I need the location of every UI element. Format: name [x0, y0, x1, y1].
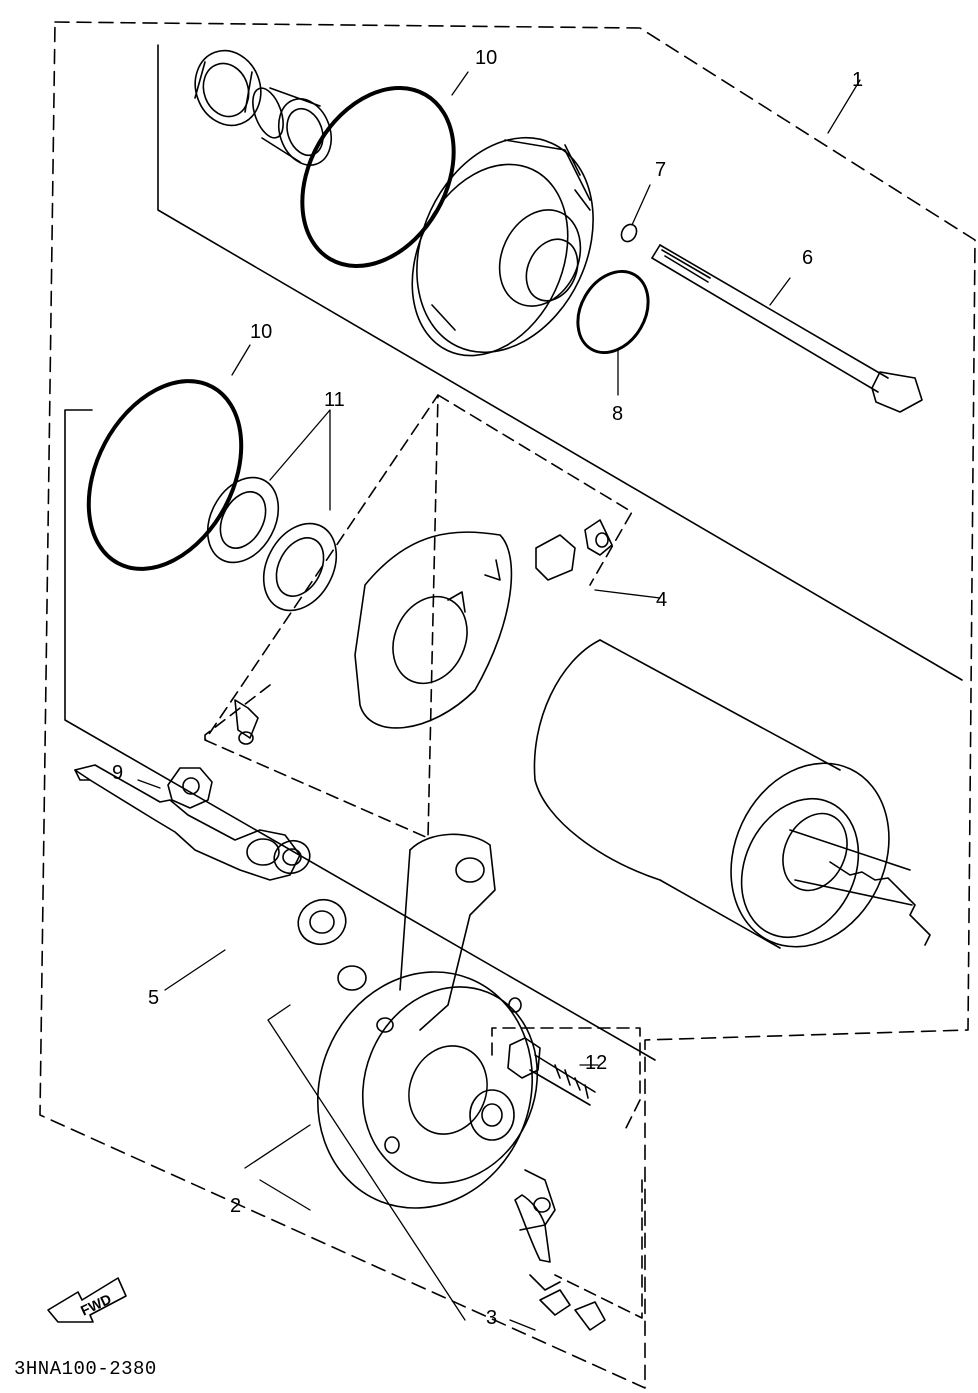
rear-cover	[316, 833, 556, 1231]
callout-11: 11	[324, 389, 345, 411]
drawing-code: 3HNA100-2380	[14, 1358, 157, 1380]
terminal-nut	[273, 839, 311, 875]
o-ring-upper	[300, 85, 456, 269]
brush-holder-terminal	[469, 1089, 515, 1141]
callout-10-upper: 10	[475, 47, 498, 69]
fwd-arrow-icon	[47, 1277, 127, 1323]
callout-7: 7	[655, 159, 667, 181]
callout-12: 12	[585, 1052, 608, 1074]
callout-4: 4	[656, 589, 668, 611]
leader-lines	[137, 71, 861, 1331]
yoke-housing	[533, 639, 931, 949]
assembly-boundary	[39, 21, 976, 1389]
through-bolt	[651, 244, 923, 413]
o-ring-lower	[86, 379, 244, 571]
lead-wire-terminal	[74, 764, 301, 881]
bolt-subgroup-boundary	[491, 1027, 643, 1319]
lower-group-bracket	[64, 409, 656, 1061]
oil-seal	[194, 49, 262, 127]
o-ring-8	[576, 269, 650, 355]
upper-group-bracket	[157, 44, 963, 681]
callout-6: 6	[802, 247, 814, 269]
callout-3: 3	[486, 1307, 498, 1329]
callout-9: 9	[112, 762, 124, 784]
callout-1: 1	[852, 69, 864, 91]
callout-2: 2	[230, 1195, 242, 1217]
callout-10-lower: 10	[250, 321, 273, 343]
front-cover	[411, 136, 594, 357]
brush-lead	[514, 1194, 606, 1331]
brush-plate	[354, 531, 513, 729]
callout-8: 8	[612, 403, 624, 425]
insulator-set	[297, 898, 367, 991]
callout-5: 5	[148, 987, 160, 1009]
washers	[206, 476, 338, 612]
fwd-badge: FWD	[78, 1291, 114, 1319]
bolt-12	[507, 1037, 596, 1106]
nut	[167, 767, 213, 809]
small-o-ring	[620, 223, 638, 243]
brush-subgroup-boundary	[204, 394, 633, 839]
brush-blocks	[234, 519, 613, 745]
